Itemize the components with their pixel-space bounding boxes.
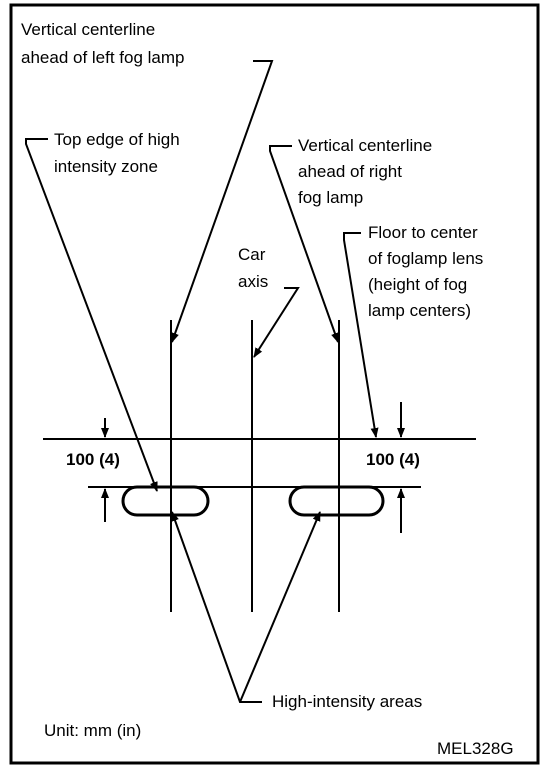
left-centerline-leader: [171, 60, 274, 343]
floor-to-center-label-line4: lamp centers): [368, 301, 471, 320]
car-axis-label-line2: axis: [238, 272, 269, 291]
figure-code-label: MEL328G: [437, 739, 514, 758]
floor-to-center-label-line2: of foglamp lens: [368, 249, 484, 268]
high-intensity-leader-left: [171, 511, 262, 703]
left-high-intensity-zone: [121, 485, 210, 517]
dimension-left-label: 100 (4): [66, 450, 120, 469]
high-intensity-leader-right: [239, 511, 321, 703]
right-high-intensity-zone: [288, 485, 385, 517]
right-centerline-label-line1: Vertical centerline: [298, 136, 433, 155]
right-centerline-leader: [269, 145, 339, 343]
high-intensity-areas-label: High-intensity areas: [272, 692, 423, 711]
car-axis-leader: [253, 287, 300, 358]
floor-to-center-label-line1: Floor to center: [368, 223, 478, 242]
floor-to-center-leader: [343, 232, 379, 438]
dimension-right-label: 100 (4): [366, 450, 420, 469]
unit-label: Unit: mm (in): [44, 721, 142, 740]
top-edge-label-line1: Top edge of high: [54, 130, 180, 149]
right-centerline-label-line2: ahead of right: [298, 162, 402, 181]
left-centerline-label-line2: ahead of left fog lamp: [21, 48, 185, 67]
frame-border: [9, 3, 540, 765]
top-edge-leader: [25, 138, 158, 492]
car-axis-label-line1: Car: [238, 245, 266, 264]
top-edge-label-line2: intensity zone: [54, 157, 158, 176]
right-centerline-label-line3: fog lamp: [298, 188, 364, 207]
left-centerline-label-line1: Vertical centerline: [21, 20, 156, 39]
floor-to-center-label-line3: (height of fog: [368, 275, 468, 294]
